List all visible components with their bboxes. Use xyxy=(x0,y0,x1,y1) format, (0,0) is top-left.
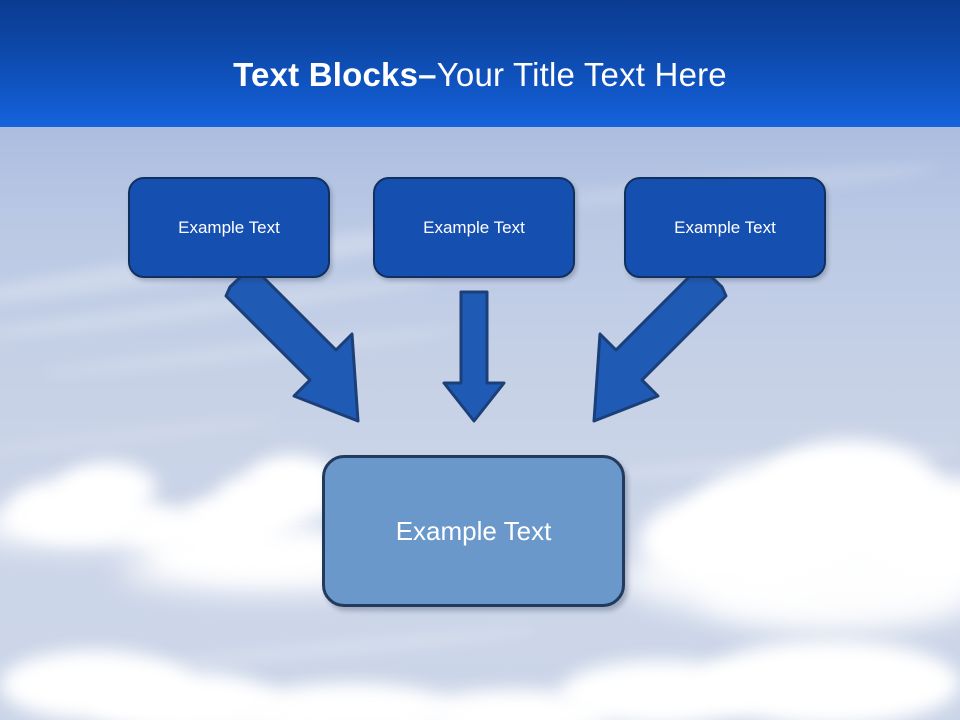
text-block-2[interactable]: Example Text xyxy=(373,177,575,278)
text-block-2-label: Example Text xyxy=(423,217,525,237)
text-block-1-label: Example Text xyxy=(178,217,280,237)
summary-text-block[interactable]: Example Text xyxy=(322,455,625,607)
page-title-light: Your Title Text Here xyxy=(436,55,727,93)
summary-text-block-label: Example Text xyxy=(395,515,552,546)
text-block-3[interactable]: Example Text xyxy=(624,177,826,278)
page-title: Text Blocks – Your Title Text Here xyxy=(0,0,960,127)
title-band xyxy=(0,0,960,127)
text-block-3-label: Example Text xyxy=(674,217,776,237)
page-title-bold: Text Blocks xyxy=(233,55,419,93)
page-title-separator: – xyxy=(418,55,437,93)
text-block-1[interactable]: Example Text xyxy=(128,177,330,278)
